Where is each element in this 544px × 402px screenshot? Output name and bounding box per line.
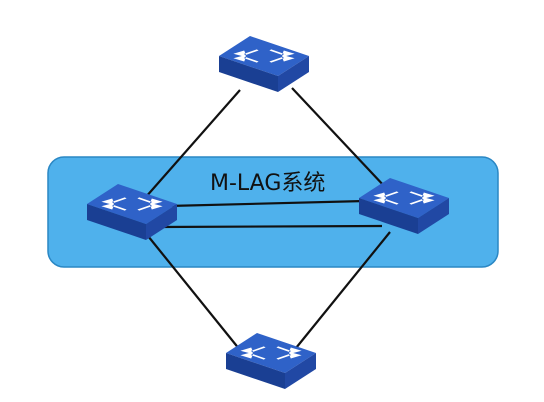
peer-link-2 bbox=[157, 224, 383, 229]
switch-top-icon bbox=[219, 36, 309, 92]
switch-left-icon bbox=[87, 184, 177, 240]
switch-right-icon bbox=[359, 178, 449, 234]
m-lag-system-label: M-LAG系统 bbox=[210, 171, 325, 196]
link-bottom-right bbox=[295, 231, 391, 349]
peer-link-1 bbox=[167, 199, 366, 208]
links bbox=[144, 87, 391, 351]
link-bottom-left bbox=[147, 235, 241, 351]
link-top-left bbox=[144, 89, 241, 199]
link-top-right bbox=[291, 87, 387, 189]
switch-bottom-icon bbox=[226, 333, 316, 389]
